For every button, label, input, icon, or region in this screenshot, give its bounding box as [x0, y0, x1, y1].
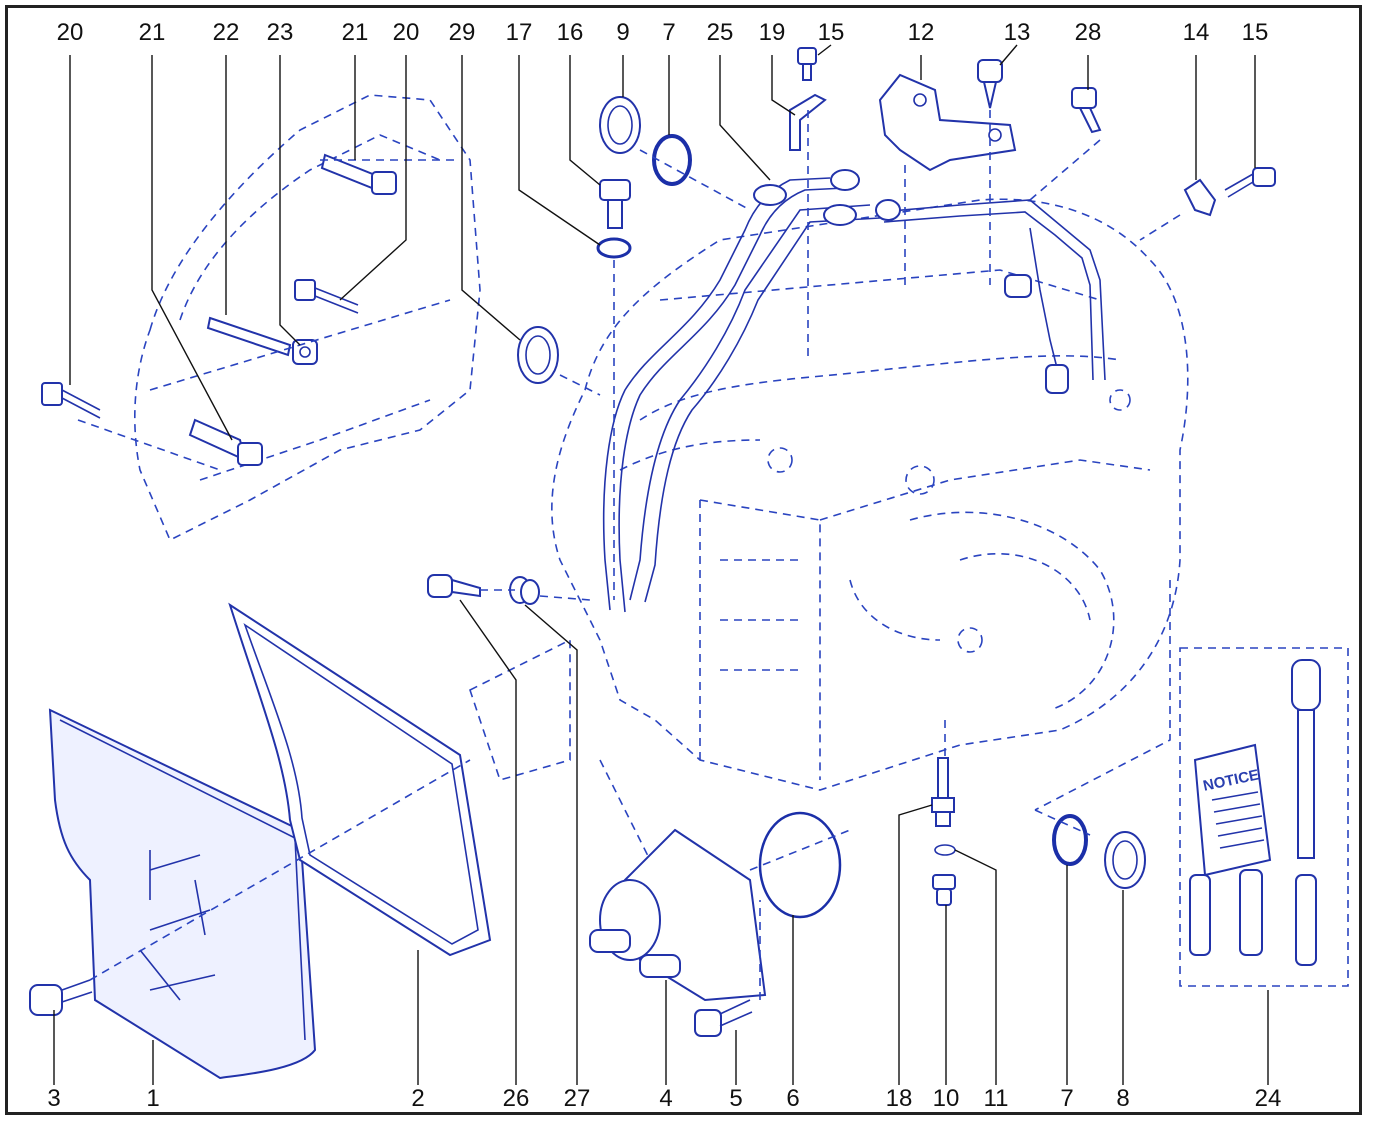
bolt-20-left — [41, 382, 101, 419]
callout-5: 5 — [729, 1085, 742, 1112]
callout-27: 27 — [564, 1085, 591, 1112]
leader-lines — [53, 44, 1269, 1085]
callout-25: 25 — [707, 19, 734, 46]
pan-gasket — [228, 602, 492, 957]
bolt-5 — [694, 999, 753, 1037]
o-ring-7-bottom — [1052, 814, 1088, 866]
callout-1: 1 — [146, 1085, 159, 1112]
callout-19: 19 — [759, 19, 786, 46]
o-ring-17 — [596, 237, 632, 259]
bolts — [29, 47, 1276, 1037]
washer-11 — [934, 844, 956, 856]
clip-14 — [1183, 178, 1217, 217]
callout-4: 4 — [659, 1085, 672, 1112]
callout-23: 23 — [267, 19, 294, 46]
oil-pan — [48, 708, 317, 1080]
bolt-28 — [1071, 87, 1102, 134]
bolt-13 — [977, 59, 1003, 109]
callout-10: 10 — [933, 1085, 960, 1112]
callout-21: 21 — [139, 19, 166, 46]
seal-9 — [599, 96, 641, 154]
callout-18: 18 — [886, 1085, 913, 1112]
bolt-15-right — [1224, 167, 1276, 198]
bolt-20-upper — [294, 279, 359, 314]
callout-8: 8 — [1116, 1085, 1129, 1112]
callout-6: 6 — [786, 1085, 799, 1112]
dipstick-tube-18 — [931, 757, 955, 827]
assembly-lines — [77, 110, 1181, 1000]
bolt-16 — [599, 179, 631, 229]
bolt-15-top — [797, 47, 817, 81]
callout-15: 15 — [818, 19, 845, 46]
callout-20: 20 — [393, 19, 420, 46]
callout-20: 20 — [57, 19, 84, 46]
stud-22 — [206, 316, 292, 357]
callout-13: 13 — [1004, 19, 1031, 46]
callout-7: 7 — [1060, 1085, 1073, 1112]
callout-24: 24 — [1255, 1085, 1282, 1112]
callout-15: 15 — [1242, 19, 1269, 46]
oil-cooler-pipes — [602, 169, 1106, 613]
seal-29 — [517, 326, 559, 384]
bolt-3 — [29, 979, 93, 1016]
transaxle-housing — [551, 198, 1189, 791]
callout-11: 11 — [984, 1085, 1009, 1112]
callout-26: 26 — [503, 1085, 530, 1112]
callout-21: 21 — [342, 19, 369, 46]
callout-14: 14 — [1183, 19, 1210, 46]
bracket-12 — [878, 73, 1017, 172]
large-o-ring — [758, 811, 842, 919]
callout-16: 16 — [557, 19, 584, 46]
bracket-19 — [789, 93, 827, 151]
callout-2: 2 — [411, 1085, 424, 1112]
bolt-21-upper — [320, 153, 397, 195]
callout-28: 28 — [1075, 19, 1102, 46]
callout-12: 12 — [908, 19, 935, 46]
callout-7: 7 — [662, 19, 675, 46]
callout-29: 29 — [449, 19, 476, 46]
seal-8 — [1104, 831, 1146, 889]
service-kit-24: NOTICE — [1179, 647, 1349, 987]
drain-plug-10 — [932, 874, 956, 906]
o-ring-7-top — [652, 134, 692, 186]
banjo-bolt-26 — [427, 574, 481, 598]
callout-22: 22 — [213, 19, 240, 46]
end-cover-outline — [134, 94, 481, 542]
callout-3: 3 — [47, 1085, 60, 1112]
oil-cooler — [589, 828, 767, 1002]
callout-17: 17 — [506, 19, 533, 46]
bolt-21-lower — [188, 418, 263, 466]
callout-9: 9 — [616, 19, 629, 46]
